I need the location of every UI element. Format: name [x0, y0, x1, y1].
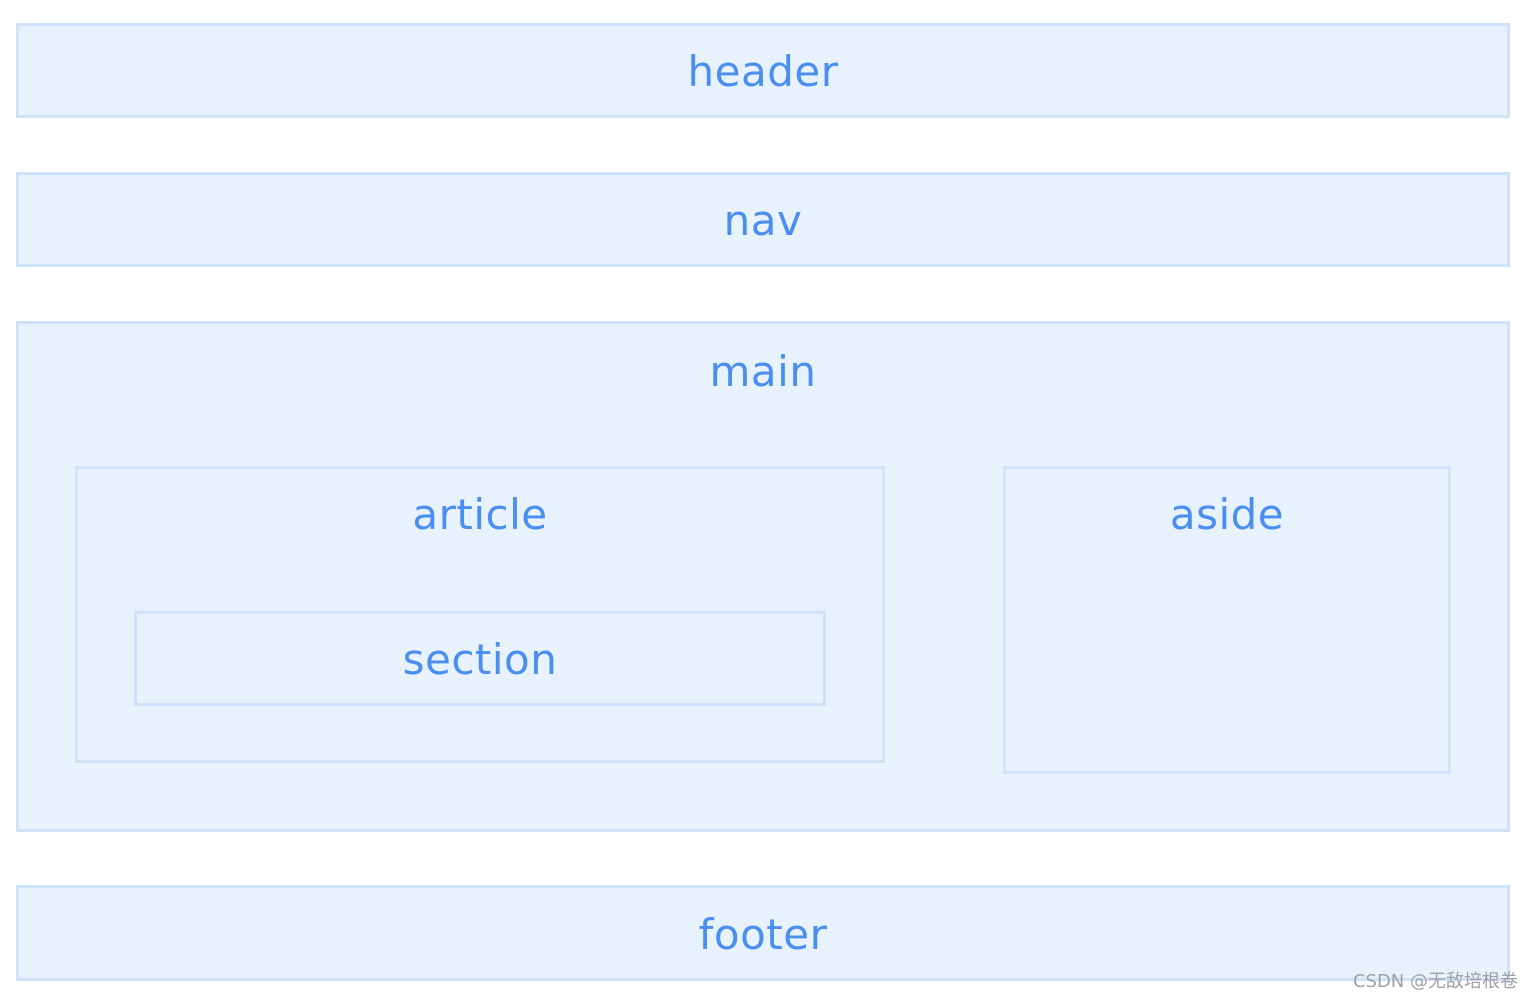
aside-block: aside	[1003, 466, 1451, 774]
watermark-text: CSDN @无敌培根卷	[1352, 971, 1518, 992]
section-label: section	[402, 635, 558, 684]
main-label: main	[709, 347, 817, 396]
footer-label: footer	[698, 910, 828, 959]
header-label: header	[687, 47, 839, 96]
aside-label: aside	[1169, 490, 1285, 539]
nav-label: nav	[723, 196, 803, 245]
main-block: main article section aside	[16, 321, 1510, 832]
header-block: header	[16, 23, 1510, 118]
nav-block: nav	[16, 172, 1510, 267]
section-block: section	[134, 611, 826, 706]
footer-block: footer	[16, 885, 1510, 981]
article-block: article section	[75, 466, 885, 763]
article-label: article	[412, 490, 548, 539]
